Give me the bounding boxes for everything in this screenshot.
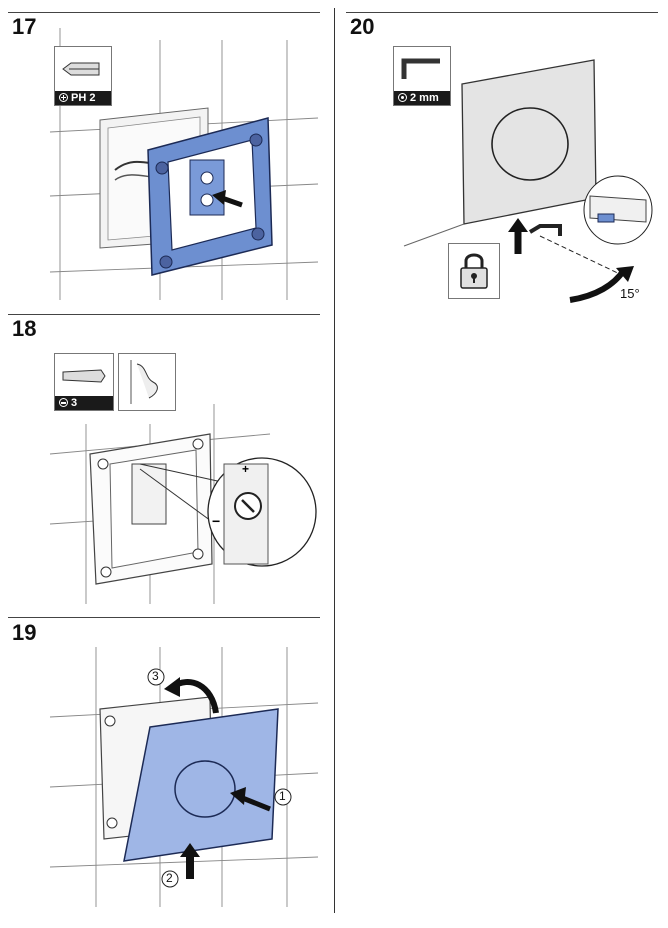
step-18-rule: [8, 314, 320, 315]
callout-1: 1: [279, 789, 286, 803]
blue-actuator-plate: [123, 668, 292, 888]
step-number: 20: [350, 14, 375, 39]
lock-box: [448, 243, 500, 299]
tool-box-hex: 2 mm: [393, 46, 451, 106]
hex-key-icon: [401, 58, 440, 79]
minus-symbol-icon: [59, 398, 68, 407]
plus-symbol-icon: [59, 93, 68, 102]
callout-3: 3: [152, 669, 159, 683]
svg-text:−: −: [212, 513, 220, 529]
wall-tiles: [49, 647, 319, 907]
tool-label-bar: 3: [55, 396, 113, 410]
screw-detail-icon: [130, 360, 158, 404]
tool-label: 2 mm: [410, 92, 439, 104]
step-19-rule: [8, 617, 320, 618]
tool-box-ph2: PH 2: [54, 46, 112, 106]
step-number: 19: [12, 620, 37, 645]
step-20-rule: [346, 12, 658, 13]
step-17-rule: [8, 12, 320, 13]
tool-label: PH 2: [71, 92, 96, 104]
tool-label-bar: 2 mm: [394, 91, 450, 105]
phillips-screwdriver-icon: [62, 62, 100, 76]
step-number: 17: [12, 14, 37, 39]
callout-2: 2: [166, 871, 173, 885]
zoom-detail-circle: + −: [207, 457, 317, 567]
step-number: 18: [12, 316, 37, 341]
tool-box-flat: 3: [54, 353, 114, 411]
padlock-icon: [460, 253, 488, 289]
tool-label-bar: PH 2: [55, 91, 111, 105]
blue-mounting-frame: [147, 117, 273, 276]
tool-label: 3: [71, 397, 78, 409]
angle-label: 15°: [620, 286, 640, 301]
svg-text:+: +: [242, 462, 249, 476]
mounting-frame-outline: [89, 433, 223, 585]
grey-actuator-plate: [403, 59, 653, 303]
flat-screwdriver-icon: [62, 369, 106, 383]
tool-box-detail: [118, 353, 176, 411]
column-divider: [334, 8, 335, 913]
hex-symbol-icon: [398, 93, 407, 102]
